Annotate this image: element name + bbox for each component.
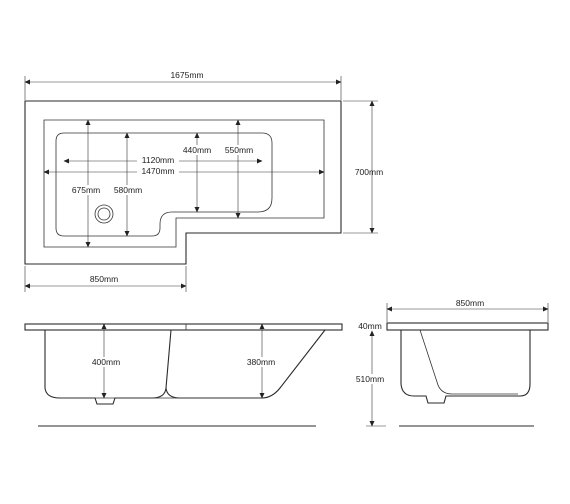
drain-inner-icon (97, 207, 111, 221)
label-550: 550mm (225, 145, 253, 155)
plan-inner-rim (43, 119, 325, 248)
end-rim (386, 322, 549, 331)
plan-basin-outline (55, 132, 273, 237)
label-440: 440mm (183, 145, 211, 155)
label-width: 700mm (355, 167, 383, 177)
drain-icon (94, 204, 114, 224)
label-40: 40mm (358, 321, 382, 331)
side-shell-left (44, 329, 172, 405)
end-elevation: 850mm 40mm 510mm (352, 298, 549, 427)
end-inner-wall (419, 329, 518, 395)
label-400: 400mm (92, 357, 120, 367)
label-580: 580mm (114, 185, 142, 195)
end-shell (400, 330, 531, 404)
label-850-end: 850mm (456, 298, 484, 308)
plan-outer-outline (24, 100, 342, 265)
label-510: 510mm (356, 374, 384, 384)
label-380: 380mm (247, 357, 275, 367)
plan-view: 1675mm 700mm 1120mm 1470mm 675mm 580mm 4… (24, 70, 383, 292)
side-rim (24, 323, 343, 331)
label-850-plan: 850mm (90, 274, 118, 284)
label-1470: 1470mm (141, 166, 174, 176)
label-675: 675mm (72, 185, 100, 195)
label-total-length: 1675mm (170, 70, 203, 80)
label-1120: 1120mm (142, 155, 174, 165)
side-elevation: 400mm 380mm (24, 323, 343, 427)
